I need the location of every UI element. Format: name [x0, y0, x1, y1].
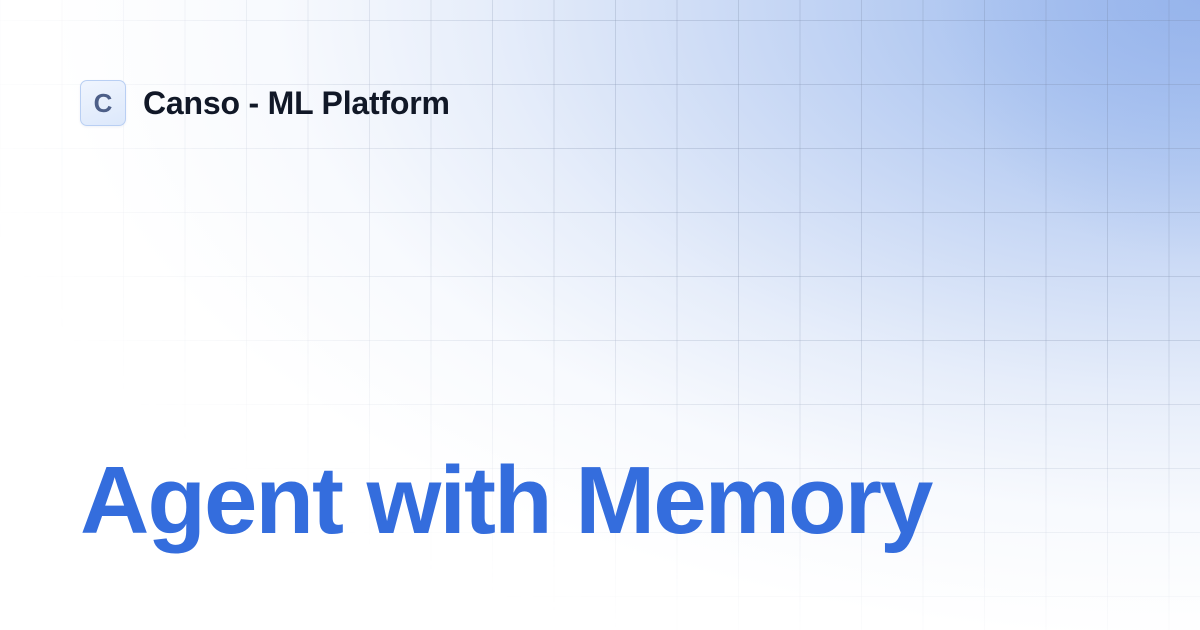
brand-name: Canso - ML Platform — [143, 85, 450, 121]
page-title: Agent with Memory — [80, 447, 933, 554]
logo-letter: C — [93, 88, 113, 118]
brand-header: C Canso - ML Platform — [80, 80, 450, 126]
logo-icon: C — [80, 80, 126, 126]
